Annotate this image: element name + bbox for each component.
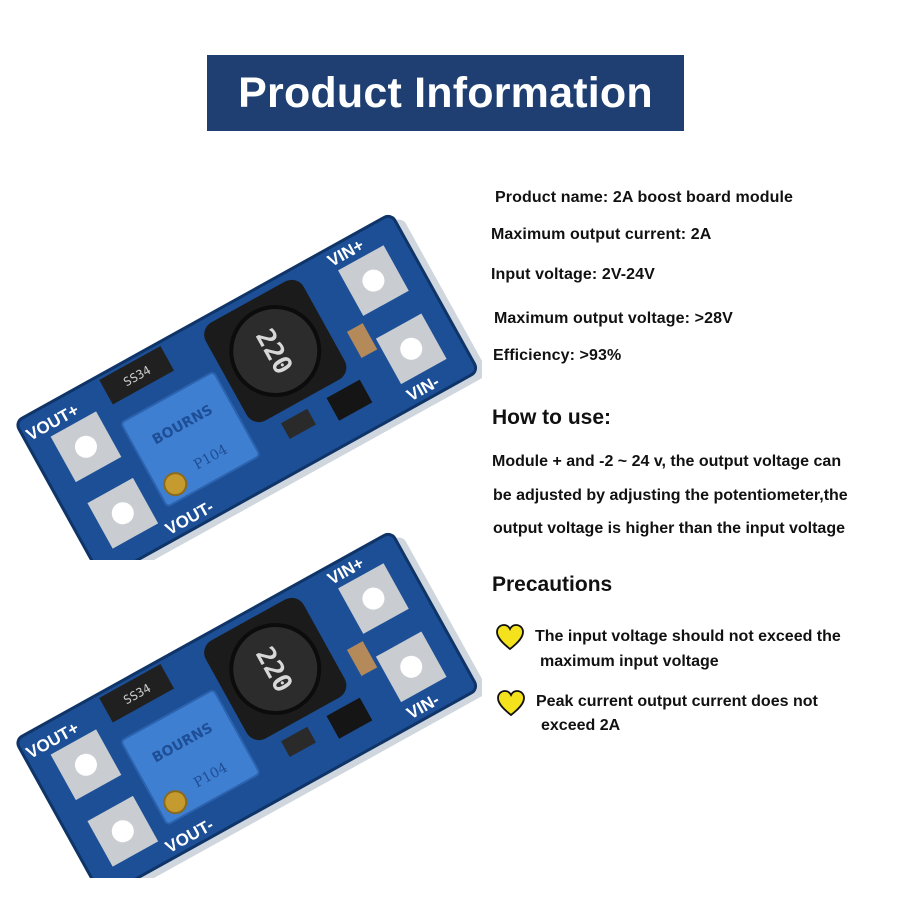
boost-board-top: 220 SS34 BOURNS P104 VOUT+ VOUT- VIN+ VI… xyxy=(16,214,482,560)
precaution-2-line-2: exceed 2A xyxy=(541,717,621,734)
pcb-edge xyxy=(16,532,478,878)
hole-vin-minus xyxy=(400,655,423,678)
pcb-edge xyxy=(16,214,478,560)
hole-vin-plus xyxy=(362,269,385,292)
how-to-use-heading: How to use: xyxy=(492,406,611,429)
ic-chip xyxy=(326,379,373,421)
hole-vin-minus xyxy=(400,337,423,360)
inductor-core xyxy=(229,622,322,715)
smd-part xyxy=(281,408,316,439)
heart-icon xyxy=(497,690,525,717)
hole-vin-plus xyxy=(362,587,385,610)
how-to-use-line-1: Module + and -2 ~ 24 v, the output volta… xyxy=(492,453,842,470)
hole-vout-minus xyxy=(111,820,134,843)
pot-screw xyxy=(163,790,188,815)
spec-input-voltage: Input voltage: 2V-24V xyxy=(491,266,655,283)
potentiometer-body xyxy=(121,689,260,825)
pot-screw xyxy=(163,472,188,497)
precautions-heading: Precautions xyxy=(492,573,613,596)
inductor-core xyxy=(229,304,322,397)
board-group: 220 SS34 BOURNS P104 VOUT+ VOUT- VIN+ VI… xyxy=(16,214,482,560)
diode xyxy=(99,664,175,723)
how-to-use-line-3: output voltage is higher than the input … xyxy=(493,520,845,537)
spec-max-output-voltage: Maximum output voltage: >28V xyxy=(494,310,733,327)
precaution-2-line-1: Peak current output current does not xyxy=(536,693,818,710)
capacitor xyxy=(346,323,378,359)
precaution-1-line-1: The input voltage should not exceed the xyxy=(535,628,841,645)
board-group: 220 SS34 BOURNS P104 VOUT+ VOUT- VIN+ VI… xyxy=(16,532,482,878)
title-banner: Product Information xyxy=(207,55,684,131)
hole-vout-plus xyxy=(74,753,97,776)
hole-vout-plus xyxy=(74,435,97,458)
smd-part xyxy=(281,726,316,757)
potentiometer-body xyxy=(121,371,260,507)
heart-icon xyxy=(496,624,524,651)
spec-product-name: Product name: 2A boost board module xyxy=(495,189,794,206)
spec-max-output-current: Maximum output current: 2A xyxy=(491,226,712,243)
hole-vout-minus xyxy=(111,502,134,525)
capacitor xyxy=(346,641,378,677)
boost-board-bottom: 220 SS34 BOURNS P104 VOUT+ VOUT- VIN+ VI… xyxy=(16,532,482,878)
spec-efficiency: Efficiency: >93% xyxy=(493,347,622,364)
diode xyxy=(99,346,175,405)
ic-chip xyxy=(326,697,373,739)
precaution-1-line-2: maximum input voltage xyxy=(540,653,719,670)
how-to-use-line-2: be adjusted by adjusting the potentiomet… xyxy=(493,487,848,504)
page-title: Product Information xyxy=(238,68,653,117)
